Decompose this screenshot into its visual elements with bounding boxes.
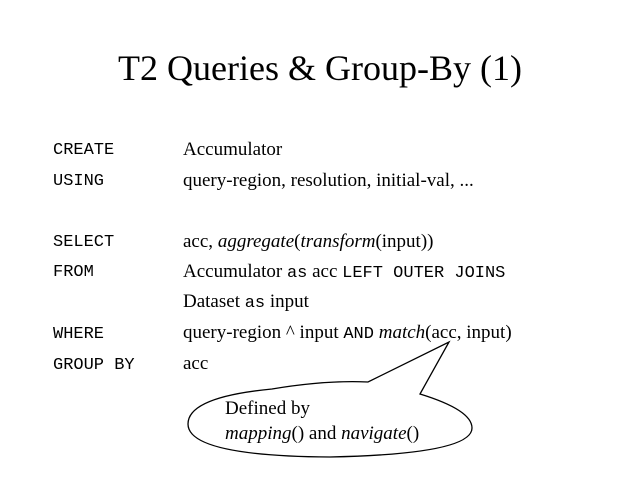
callout-line-2: mapping() and navigate() — [225, 421, 419, 446]
slide-title: T2 Queries & Group-By (1) — [118, 48, 522, 88]
from-text-2: acc — [307, 261, 343, 282]
callout-navigate: navigate — [341, 423, 407, 444]
where-value: query-region ^ input AND match(acc, inpu… — [183, 322, 512, 346]
where-text-1: query-region ^ input — [183, 322, 344, 343]
keyword-from: FROM — [53, 263, 94, 282]
using-value: query-region, resolution, initial-val, .… — [183, 170, 474, 191]
from-value-2: Dataset as input — [183, 291, 309, 315]
from-join: LEFT OUTER JOINS — [342, 264, 506, 283]
keyword-create: CREATE — [53, 141, 115, 160]
keyword-group-by: GROUP BY — [53, 356, 135, 375]
from-text-1: Accumulator — [183, 261, 287, 282]
select-aggregate: aggregate — [217, 231, 295, 252]
from2-as: as — [244, 294, 266, 313]
keyword-where: WHERE — [53, 325, 105, 344]
callout-text-end: () — [406, 423, 420, 444]
where-match: match — [378, 322, 426, 343]
select-transform: transform — [300, 231, 376, 252]
from-value: Accumulator as acc LEFT OUTER JOINS — [183, 261, 505, 285]
create-value: Accumulator — [183, 139, 283, 160]
group-by-value: acc — [183, 353, 209, 374]
select-text-3: (input)) — [375, 231, 434, 252]
callout-text-and: () and — [291, 423, 342, 444]
select-text-1: acc, — [183, 231, 218, 252]
callout-line-1: Defined by — [225, 398, 310, 419]
select-value: acc, aggregate(transform(input)) — [183, 231, 434, 253]
where-and: AND — [343, 325, 374, 344]
callout-mapping: mapping — [225, 423, 292, 444]
select-text-2: ( — [294, 231, 301, 252]
from-as: as — [286, 264, 308, 283]
callout-shape — [187, 340, 473, 458]
callout-text: Defined by mapping() and navigate() — [225, 396, 419, 446]
from2-text-2: input — [265, 291, 309, 312]
where-text-3: (acc, input) — [425, 322, 512, 343]
keyword-select: SELECT — [53, 233, 115, 252]
from2-text-1: Dataset — [183, 291, 245, 312]
keyword-using: USING — [53, 172, 105, 191]
